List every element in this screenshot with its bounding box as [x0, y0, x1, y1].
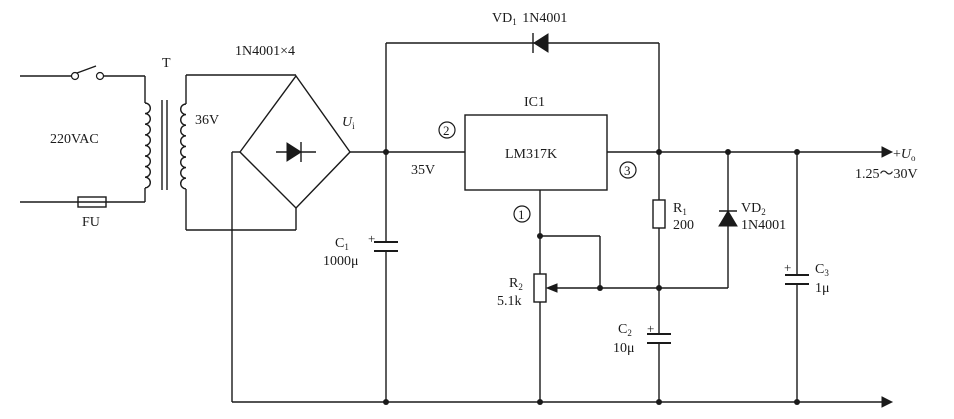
r1-value: 200: [673, 218, 694, 233]
pin-3-marker: [619, 161, 637, 179]
output-label: +Uo: [893, 147, 916, 163]
pin-1-marker: [513, 205, 531, 223]
vd1-label: VD1 1N4001: [492, 11, 567, 27]
vd2-label: VD2: [741, 201, 766, 217]
wiper-arrow-icon: [545, 283, 558, 293]
mains-label: 220VAC: [50, 132, 99, 147]
ui-label: Ui: [342, 115, 355, 131]
pin-3-label: 3: [624, 163, 631, 178]
power-switch: [76, 65, 97, 74]
primary-winding: [144, 102, 151, 189]
c1-value: 1000μ: [323, 254, 359, 269]
c1-plus-sign: +: [368, 231, 375, 246]
resistor-r1: [652, 152, 666, 334]
r1-label: R1: [673, 201, 687, 217]
output-arrow-icon: [881, 146, 894, 158]
potentiometer-r2: [533, 273, 728, 402]
c3-label: C3: [815, 262, 829, 278]
input-voltage-label: 35V: [411, 163, 435, 178]
transformer: [144, 74, 296, 231]
diode-vd2: [718, 152, 738, 288]
c1-label: C1: [335, 236, 349, 252]
ground-rail: [232, 396, 894, 408]
capacitor-c1: [374, 152, 398, 402]
bridge-diode-icon: [286, 142, 302, 162]
r2-value: 5.1k: [497, 294, 522, 309]
c3-value: 1μ: [815, 281, 830, 296]
vd2-diode-icon: [718, 210, 738, 227]
secondary-voltage-label: 36V: [195, 113, 219, 128]
c3-plus-sign: +: [784, 260, 791, 275]
c2-label: C2: [618, 322, 632, 338]
capacitor-c2: [647, 333, 671, 402]
bridge-rectifier: [231, 74, 351, 402]
c2-plus-sign: +: [647, 321, 654, 336]
pin-2-label: 2: [443, 123, 450, 138]
output-range-label: 1.25～30V: [855, 167, 918, 182]
bridge-label: 1N4001×4: [235, 44, 295, 59]
pin-1-label: 1: [518, 207, 525, 222]
dc-rail: [350, 42, 660, 155]
ic-name-label: IC1: [524, 95, 545, 110]
diode-vd1: [532, 33, 550, 53]
vd1-diode-icon: [533, 33, 549, 53]
fuse-label: FU: [82, 215, 100, 230]
transformer-label: T: [162, 56, 171, 71]
secondary-winding: [180, 103, 187, 190]
c2-value: 10μ: [613, 341, 635, 356]
ic-part-label: LM317K: [505, 147, 557, 162]
r2-label: R2: [509, 276, 523, 292]
capacitor-c3: [785, 152, 809, 402]
vd2-part-label: 1N4001: [741, 218, 786, 233]
mains-input: [20, 65, 146, 208]
ground-arrow-icon: [881, 396, 894, 408]
pin-2-marker: [438, 121, 456, 139]
